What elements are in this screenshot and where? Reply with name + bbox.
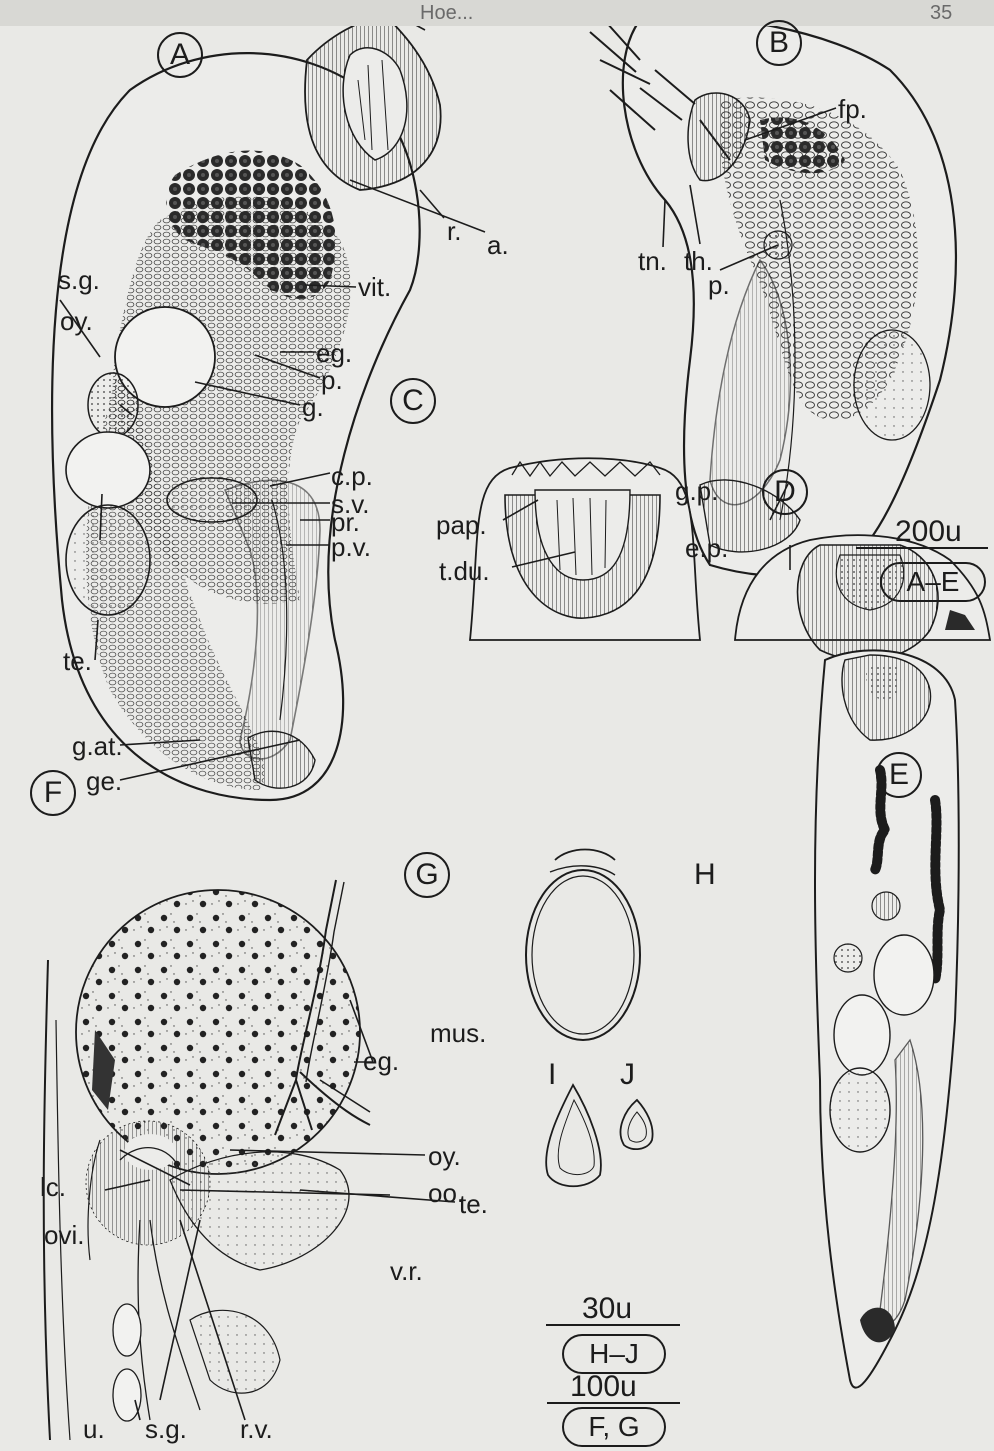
label-mus: mus. [430,1020,486,1046]
panel-hij-drawing [526,850,653,1187]
label-g: g. [302,394,324,420]
label-tn: tn. [638,248,667,274]
panel-label-d: D [762,469,808,515]
label-p-b: p. [708,272,730,298]
panel-label-h: H [694,860,716,890]
panel-label-b: B [756,20,802,66]
label-gp: g.p. [675,478,718,504]
scale-30-label: 30u [582,1292,632,1326]
label-vr: v.r. [390,1258,423,1284]
panel-label-j: J [620,1060,635,1090]
label-gat: g.at. [72,733,123,759]
label-cp: c.p. [331,463,373,489]
label-rv: r.v. [240,1416,273,1442]
label-ep: e.p. [685,535,728,561]
panel-a-drawing [52,2,441,800]
scale-200-range: A–E [880,562,986,602]
label-sg-f: s.g. [145,1416,187,1442]
panel-f-drawing [44,890,360,1440]
panel-label-i: I [548,1060,556,1090]
scale-100-range: F, G [562,1407,666,1447]
scale-200-label: 200u [895,515,962,549]
scale-100-label: 100u [570,1370,637,1404]
scale-30-range: H–J [562,1334,666,1374]
panel-label-g: G [404,852,450,898]
panel-label-c: C [390,378,436,424]
panel-label-e: E [876,752,922,798]
running-header: Hoe... [420,2,473,25]
label-sg-a: s.g. [58,267,100,293]
label-ovi: ovi. [44,1222,84,1248]
label-lc: lc. [40,1174,66,1200]
label-p-a: p. [321,367,343,393]
panel-c-drawing [470,458,700,640]
label-pap: pap. [436,512,487,538]
label-pv: p.v. [331,534,371,560]
label-eg-f: eg. [363,1048,399,1074]
label-a: a. [487,232,509,258]
page-header-strip: Hoe... 35 [0,0,994,26]
panel-label-f: F [30,770,76,816]
label-tdu: t.du. [439,558,490,584]
label-te-a: te. [63,648,92,674]
label-te-f: te. [459,1191,488,1217]
label-vit: vit. [358,274,391,300]
label-r: r. [447,218,461,244]
label-ge: ge. [86,768,122,794]
label-oy-a: oy. [60,308,93,334]
panel-label-a: A [157,32,203,78]
label-fp: fp. [838,96,867,122]
page-number: 35 [930,2,952,25]
label-oy-f: oy. [428,1143,461,1169]
label-u: u. [83,1416,105,1442]
label-eg-a: eg. [316,340,352,366]
